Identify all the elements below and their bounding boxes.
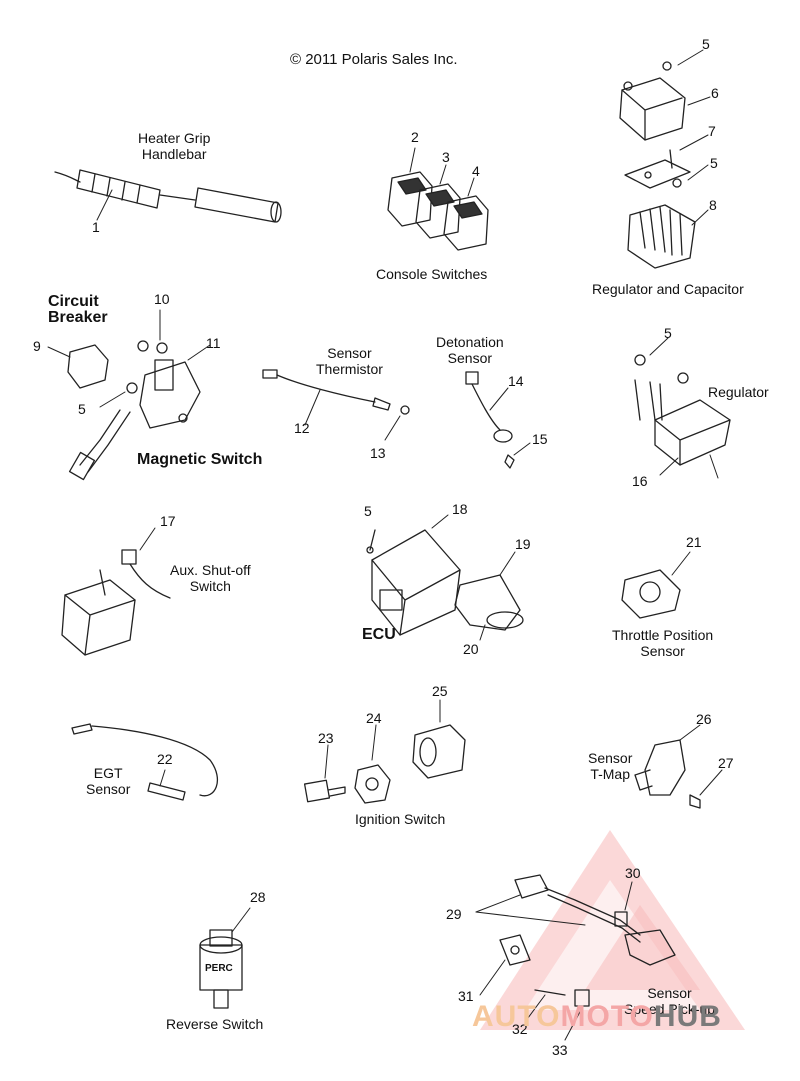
console-switches-part <box>387 147 489 251</box>
callout-11: 11 <box>206 335 221 351</box>
sensor-tmap-part <box>634 724 723 809</box>
callout-30: 30 <box>625 865 641 881</box>
callout-1: 1 <box>92 219 100 235</box>
callout-5-a: 5 <box>702 36 710 52</box>
callout-19: 19 <box>515 536 531 552</box>
aux-shutoff-part <box>61 527 171 656</box>
callout-12: 12 <box>294 420 310 436</box>
detonation-sensor-part <box>465 371 531 469</box>
callout-24: 24 <box>366 710 382 726</box>
watermark-part-auto: AUTO <box>472 1000 561 1033</box>
callout-27: 27 <box>718 755 734 771</box>
caption-console-switches: Console Switches <box>376 266 488 282</box>
callout-2: 2 <box>411 129 419 145</box>
callout-13: 13 <box>370 445 386 461</box>
callout-3: 3 <box>442 149 450 165</box>
egt-sensor-part <box>71 723 219 801</box>
callout-31: 31 <box>458 988 474 1004</box>
caption-ignition-switch: Ignition Switch <box>355 811 446 827</box>
caption-circuit-breaker: Circuit Breaker <box>48 293 108 326</box>
caption-egt-sensor: EGT Sensor <box>86 765 131 797</box>
callout-8: 8 <box>709 197 717 213</box>
watermark-part-moto: MOTO <box>560 1000 654 1033</box>
ecu-part <box>366 514 524 641</box>
perc-label: PERC <box>205 963 233 974</box>
callout-15: 15 <box>532 431 548 447</box>
caption-regulator: Regulator <box>708 384 769 400</box>
speed-sensor-part <box>475 874 676 1041</box>
callout-14: 14 <box>508 373 524 389</box>
throttle-sensor-part <box>621 551 691 619</box>
magnetic-switch-part <box>47 309 211 481</box>
callout-20: 20 <box>463 641 479 657</box>
callout-10: 10 <box>154 291 170 307</box>
callout-25: 25 <box>432 683 448 699</box>
callout-7: 7 <box>708 123 716 139</box>
watermark-logo <box>480 830 745 1030</box>
ignition-switch-part <box>303 699 466 804</box>
callout-18: 18 <box>452 501 468 517</box>
callout-22: 22 <box>157 751 173 767</box>
callout-29: 29 <box>446 906 462 922</box>
watermark-part-hub: HUB <box>653 1000 722 1033</box>
caption-regulator-capacitor: Regulator and Capacitor <box>592 281 744 297</box>
callout-16: 16 <box>632 473 648 489</box>
caption-heater-grip: Heater Grip Handlebar <box>138 130 211 162</box>
callout-17: 17 <box>160 513 176 529</box>
callout-4: 4 <box>472 163 480 179</box>
callout-26: 26 <box>696 711 712 727</box>
caption-sensor-thermistor: Sensor Thermistor <box>316 345 383 377</box>
caption-reverse-switch: Reverse Switch <box>166 1016 264 1032</box>
caption-throttle-position: Throttle Position Sensor <box>612 627 714 659</box>
caption-detonation-sensor: Detonation Sensor <box>436 334 504 366</box>
caption-aux-shutoff: Aux. Shut-off Switch <box>170 562 251 594</box>
callout-23: 23 <box>318 730 334 746</box>
watermark-text: AUTOMOTOHUB <box>472 1000 722 1034</box>
caption-sensor-speed: Sensor Speed Pick-up <box>624 985 716 1017</box>
caption-ecu: ECU <box>362 626 396 643</box>
callout-33: 33 <box>552 1042 568 1058</box>
callout-5-c: 5 <box>78 401 86 417</box>
callout-28: 28 <box>250 889 266 905</box>
callout-5-e: 5 <box>364 503 372 519</box>
regulator-part <box>634 337 731 479</box>
callout-5-b: 5 <box>710 155 718 171</box>
callout-6: 6 <box>711 85 719 101</box>
callout-9: 9 <box>33 338 41 354</box>
caption-magnetic-switch: Magnetic Switch <box>137 451 263 468</box>
sensor-thermistor-part <box>262 369 410 441</box>
callout-32: 32 <box>512 1021 528 1037</box>
callout-5-d: 5 <box>664 325 672 341</box>
copyright-text: © 2011 Polaris Sales Inc. <box>290 51 458 68</box>
heater-grip-part <box>54 169 282 223</box>
reverse-switch-part <box>199 907 251 1009</box>
regulator-capacitor-part <box>619 49 711 269</box>
caption-sensor-tmap: Sensor T-Map <box>588 750 633 782</box>
callout-21: 21 <box>686 534 702 550</box>
